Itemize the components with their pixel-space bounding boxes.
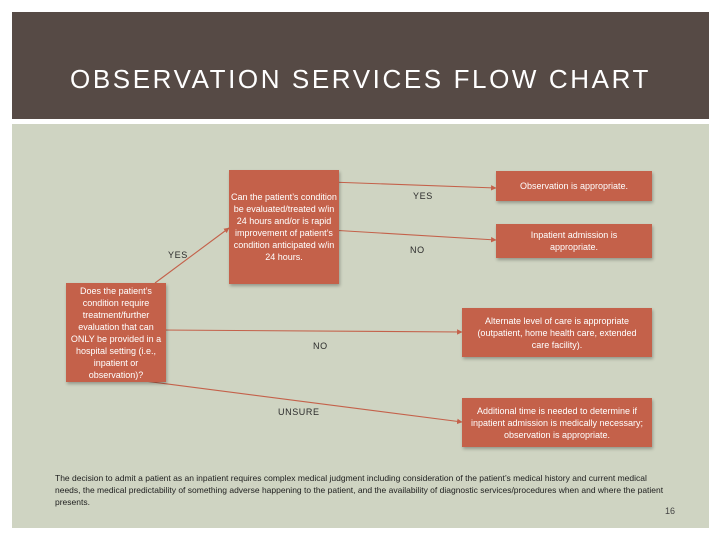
footnote: The decision to admit a patient as an in… xyxy=(55,473,664,507)
alternate-care-text: Alternate level of care is appropriate (… xyxy=(477,315,637,350)
yes-label-main: YES xyxy=(168,250,188,260)
additional-time-box: Additional time is needed to determine i… xyxy=(462,398,652,447)
alternate-care-box: Alternate level of care is appropriate (… xyxy=(462,308,652,357)
page-number: 16 xyxy=(665,506,676,516)
observation-text: Observation is appropriate. xyxy=(519,181,629,191)
start-question-box: Does the patient’s condition require tre… xyxy=(66,283,166,382)
additional-time-text: Additional time is needed to determine i… xyxy=(470,405,644,440)
start-question-text: Does the patient’s condition require tre… xyxy=(70,285,162,380)
observation-box: Observation is appropriate. xyxy=(496,171,652,201)
no-label-question: NO xyxy=(410,245,425,255)
no-label-main: NO xyxy=(313,341,328,351)
title-bar: OBSERVATION SERVICES FLOW CHART xyxy=(12,12,709,119)
timeframe-question-box: Can the patient’s condition be evaluated… xyxy=(229,170,339,284)
inpatient-text: Inpatient admission is appropriate. xyxy=(530,230,618,252)
inpatient-box: Inpatient admission is appropriate. xyxy=(496,224,652,258)
page-title: OBSERVATION SERVICES FLOW CHART xyxy=(70,64,651,94)
unsure-label: UNSURE xyxy=(278,407,320,417)
timeframe-question-text: Can the patient’s condition be evaluated… xyxy=(231,192,337,262)
yes-label-question: YES xyxy=(413,191,433,201)
